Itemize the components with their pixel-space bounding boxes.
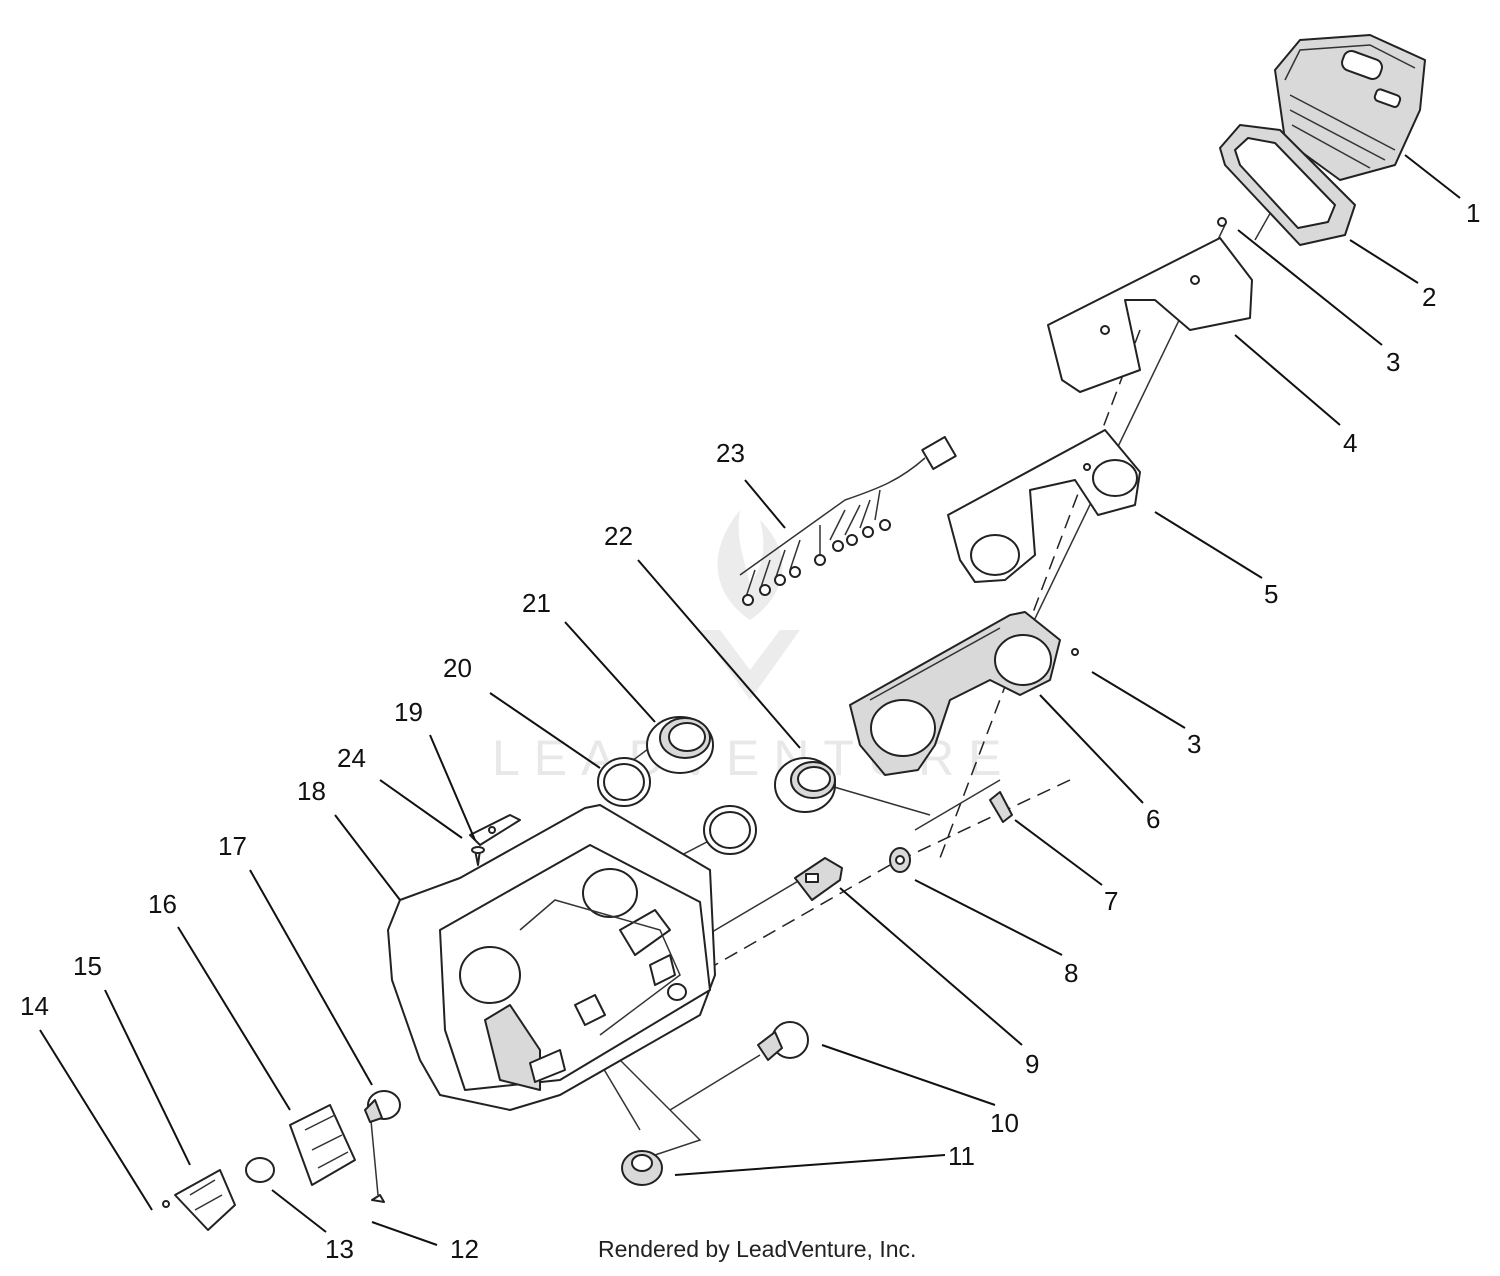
callout-11: 11 <box>948 1141 975 1171</box>
part-17-lamp <box>364 1090 401 1123</box>
callout-17: 17 <box>218 831 247 861</box>
part-19-screw <box>471 846 485 866</box>
part-1-cover <box>1274 34 1426 181</box>
part-7-clip <box>989 791 1013 823</box>
part-18-console <box>387 804 716 1111</box>
watermark: LEADVENTURE <box>492 510 1002 786</box>
callout-2: 2 <box>1422 282 1436 312</box>
part-6-panel-frame <box>849 611 1061 776</box>
callout-8: 8 <box>1064 958 1078 988</box>
part-15-bracket <box>174 1169 236 1231</box>
callout-24: 24 <box>337 743 366 773</box>
callout-19: 19 <box>394 697 423 727</box>
part-21-gauge <box>646 716 714 774</box>
part-3-screw-right <box>1071 648 1079 656</box>
callout-labels: 1 2 3 4 5 3 6 7 8 9 10 11 12 13 14 15 16… <box>20 198 1480 1264</box>
part-ring-lower <box>703 805 757 855</box>
callout-15: 15 <box>73 951 102 981</box>
callout-3-right: 3 <box>1187 729 1201 759</box>
part-8-nut <box>889 847 911 873</box>
callout-21: 21 <box>522 588 551 618</box>
callout-4: 4 <box>1343 428 1357 458</box>
callout-14: 14 <box>20 991 49 1021</box>
part-9-switch <box>794 857 843 901</box>
part-14-screw <box>162 1200 170 1208</box>
part-22-gauge <box>774 757 836 813</box>
part-5-plate <box>947 429 1141 583</box>
callout-7: 7 <box>1104 886 1118 916</box>
callout-18: 18 <box>297 776 326 806</box>
callout-20: 20 <box>443 653 472 683</box>
part-13-lens <box>245 1157 275 1183</box>
part-2-bezel <box>1219 124 1356 246</box>
callout-5: 5 <box>1264 579 1278 609</box>
callout-3-top: 3 <box>1386 347 1400 377</box>
callout-10: 10 <box>990 1108 1019 1138</box>
callout-23: 23 <box>716 438 745 468</box>
part-10-pushbutton <box>757 1021 809 1061</box>
callout-13: 13 <box>325 1234 354 1264</box>
callout-22: 22 <box>604 521 633 551</box>
render-credit: Rendered by LeadVenture, Inc. <box>598 1236 917 1262</box>
part-11-knob <box>621 1150 663 1186</box>
part-16-switch <box>289 1104 356 1186</box>
callout-12: 12 <box>450 1234 479 1264</box>
leader-lines <box>39 154 1461 1246</box>
callout-16: 16 <box>148 889 177 919</box>
callout-9: 9 <box>1025 1049 1039 1079</box>
part-20-ring <box>597 757 651 807</box>
callout-1: 1 <box>1466 198 1480 228</box>
part-4-decal <box>1047 217 1253 393</box>
part-23-harness <box>739 435 957 606</box>
part-12-screw <box>371 1194 385 1203</box>
part-24-bracket <box>469 814 521 846</box>
callout-6: 6 <box>1146 804 1160 834</box>
